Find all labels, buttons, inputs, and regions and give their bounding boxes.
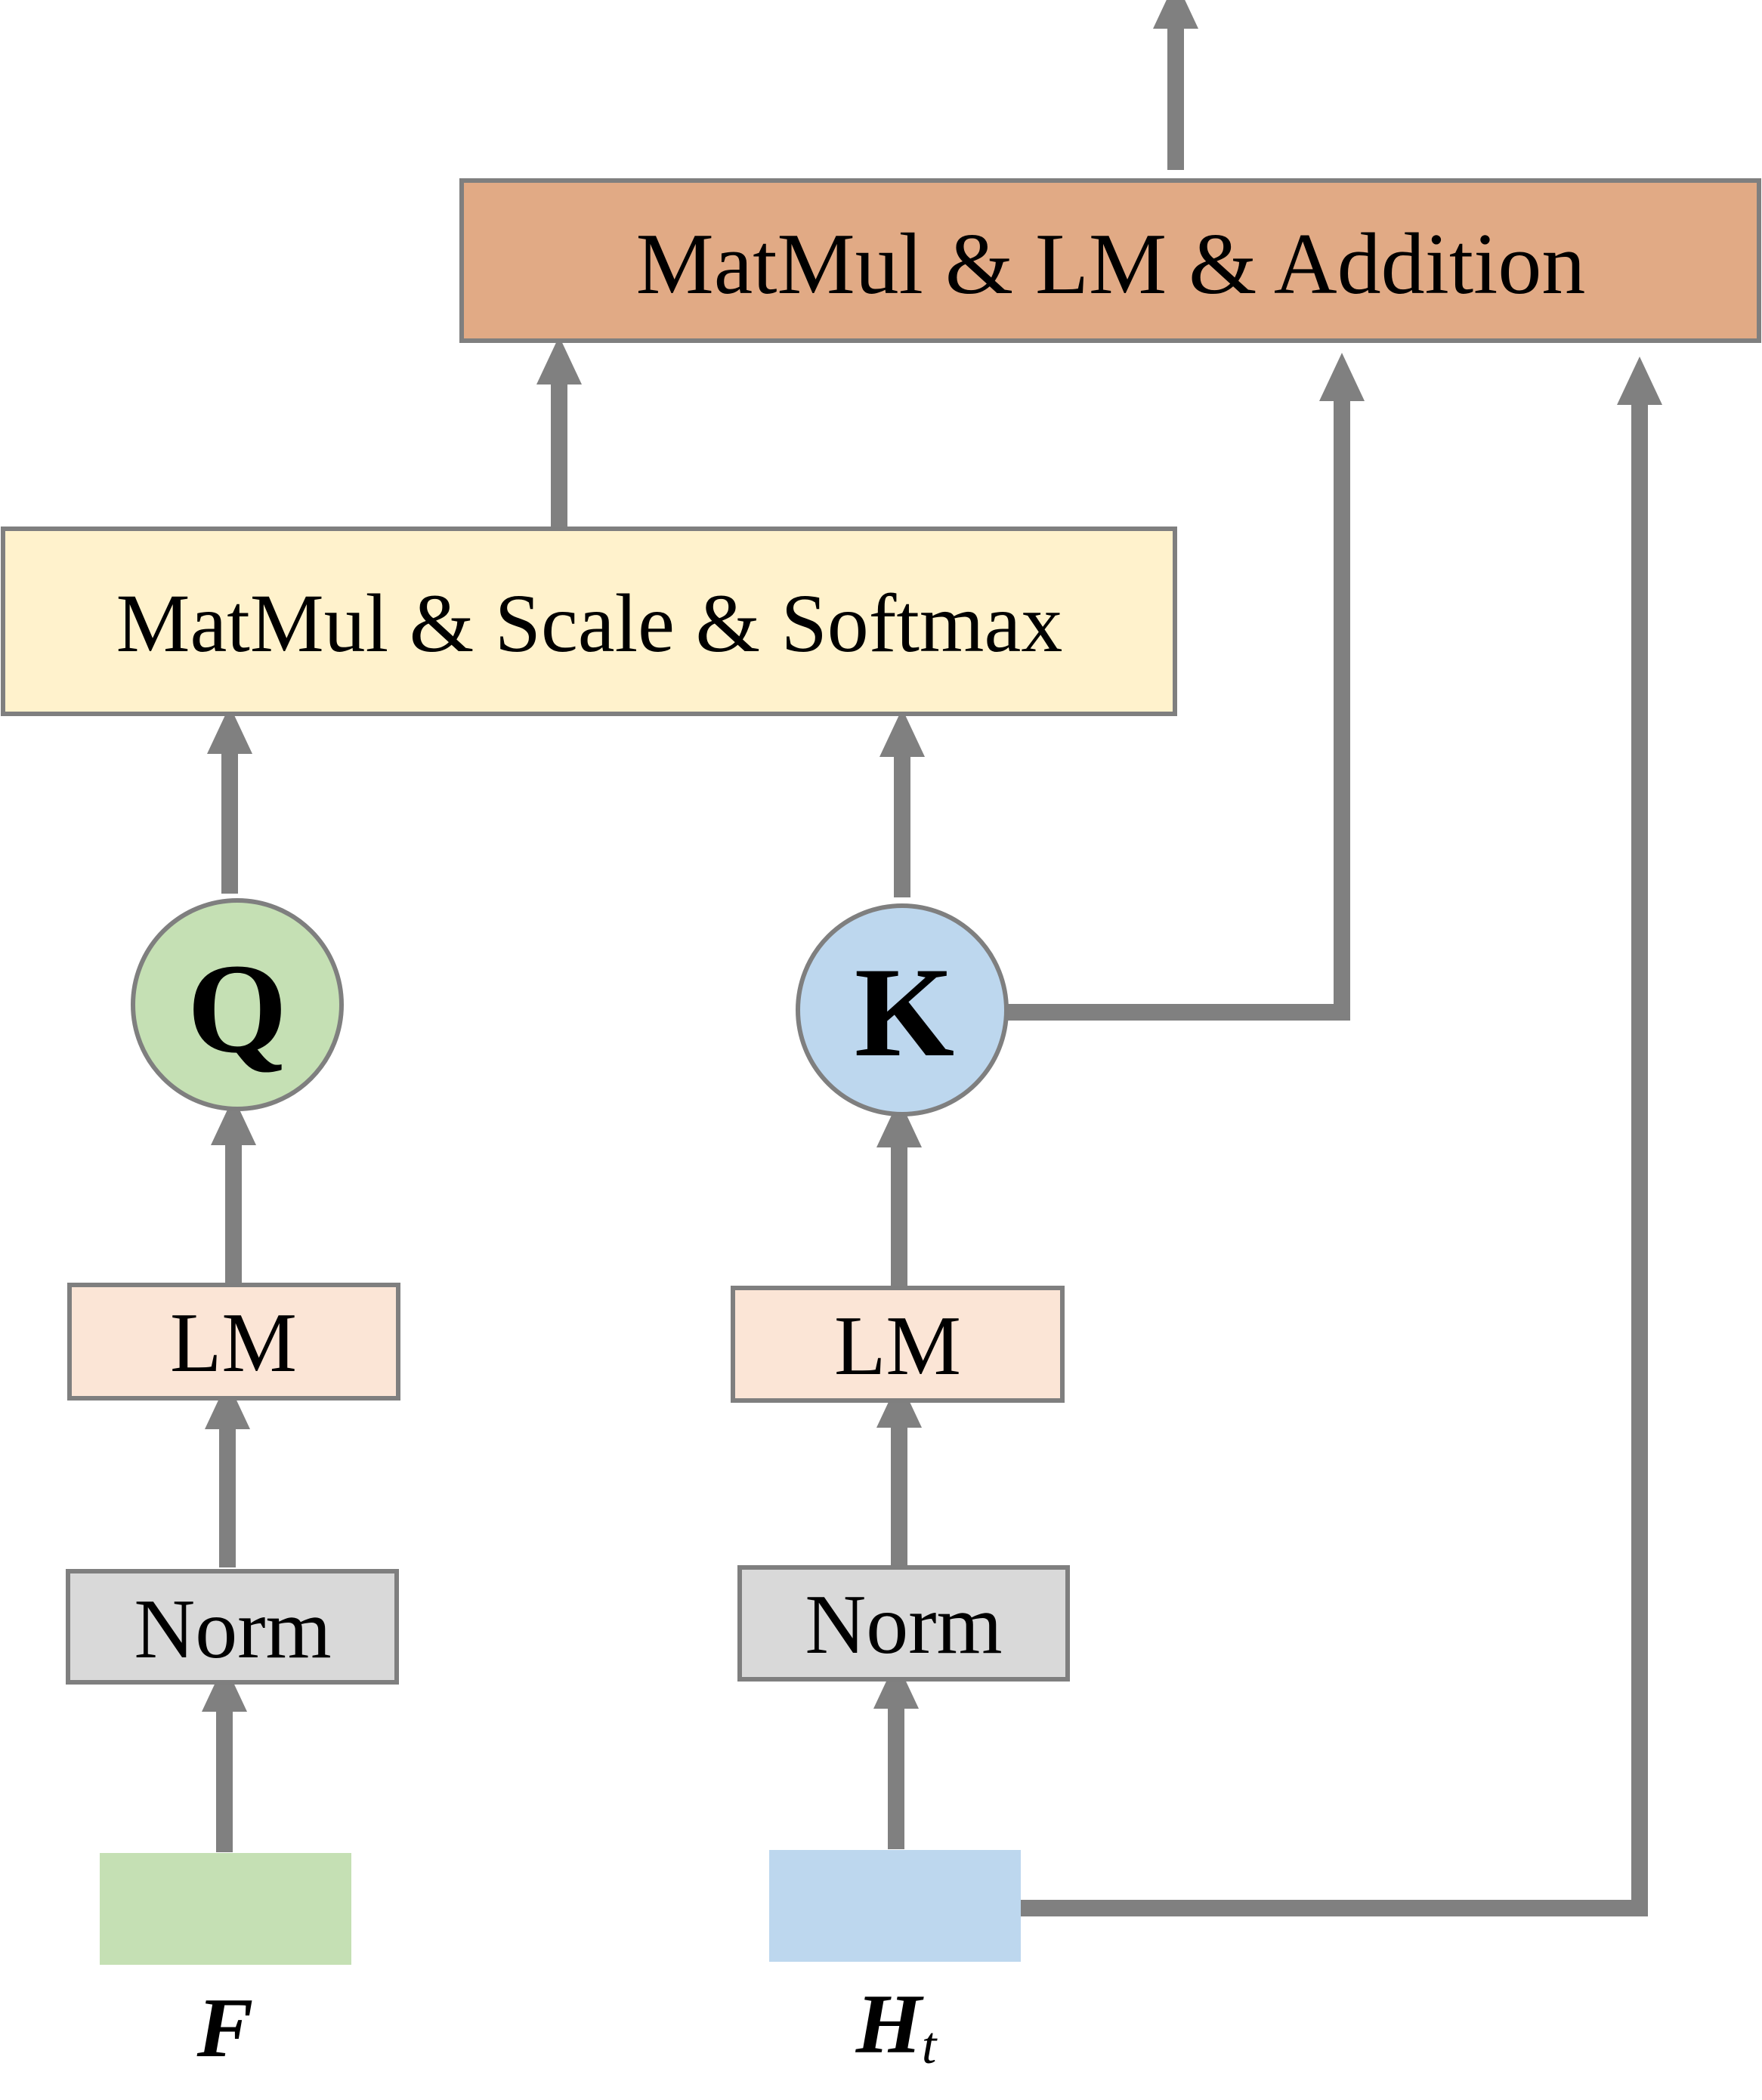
input-h-label: Ht: [855, 1978, 938, 2075]
attention-block-box: [1, 527, 1177, 716]
attention-block-label: MatMul & Scale & Softmax: [116, 577, 1063, 669]
norm-right-block: Norm: [737, 1565, 1070, 1682]
top-block: MatMul & LM & Addition: [459, 178, 1761, 343]
lm-right-box: [731, 1286, 1065, 1403]
norm-left-label: Norm: [134, 1583, 331, 1676]
input-h-main: H: [855, 1978, 924, 2071]
k-circle: [796, 903, 1009, 1116]
k-label: K: [855, 941, 954, 1083]
attention-block: MatMul & Scale & Softmax: [1, 527, 1177, 716]
k-node: K: [796, 903, 1009, 1116]
lm-left-block: LM: [67, 1283, 400, 1401]
q-node: Q: [131, 898, 344, 1111]
input-f-label: F: [196, 1981, 254, 2075]
input-h-block: [769, 1850, 1021, 1962]
arrow-k-to-top: [1003, 353, 1365, 1021]
norm-left-box: [66, 1569, 399, 1685]
q-circle: [131, 898, 344, 1111]
norm-right-label: Norm: [805, 1578, 1002, 1672]
lm-left-label: LM: [170, 1296, 297, 1390]
norm-left-block: Norm: [66, 1569, 399, 1685]
lm-left-box: [67, 1283, 400, 1401]
norm-right-box: [737, 1565, 1070, 1682]
q-label: Q: [187, 937, 287, 1079]
connector-arrows: [202, 0, 1662, 1916]
top-block-label: MatMul & LM & Addition: [636, 216, 1586, 313]
input-h-subscript: t: [922, 2017, 938, 2075]
input-f: F: [100, 1853, 351, 2075]
input-h: Ht: [769, 1850, 1021, 2075]
arrow-h-to-top: [1020, 357, 1662, 1916]
lm-right-block: LM: [731, 1286, 1065, 1403]
top-block-box: [459, 178, 1761, 343]
input-f-block: [100, 1853, 351, 1965]
lm-right-label: LM: [834, 1299, 961, 1393]
